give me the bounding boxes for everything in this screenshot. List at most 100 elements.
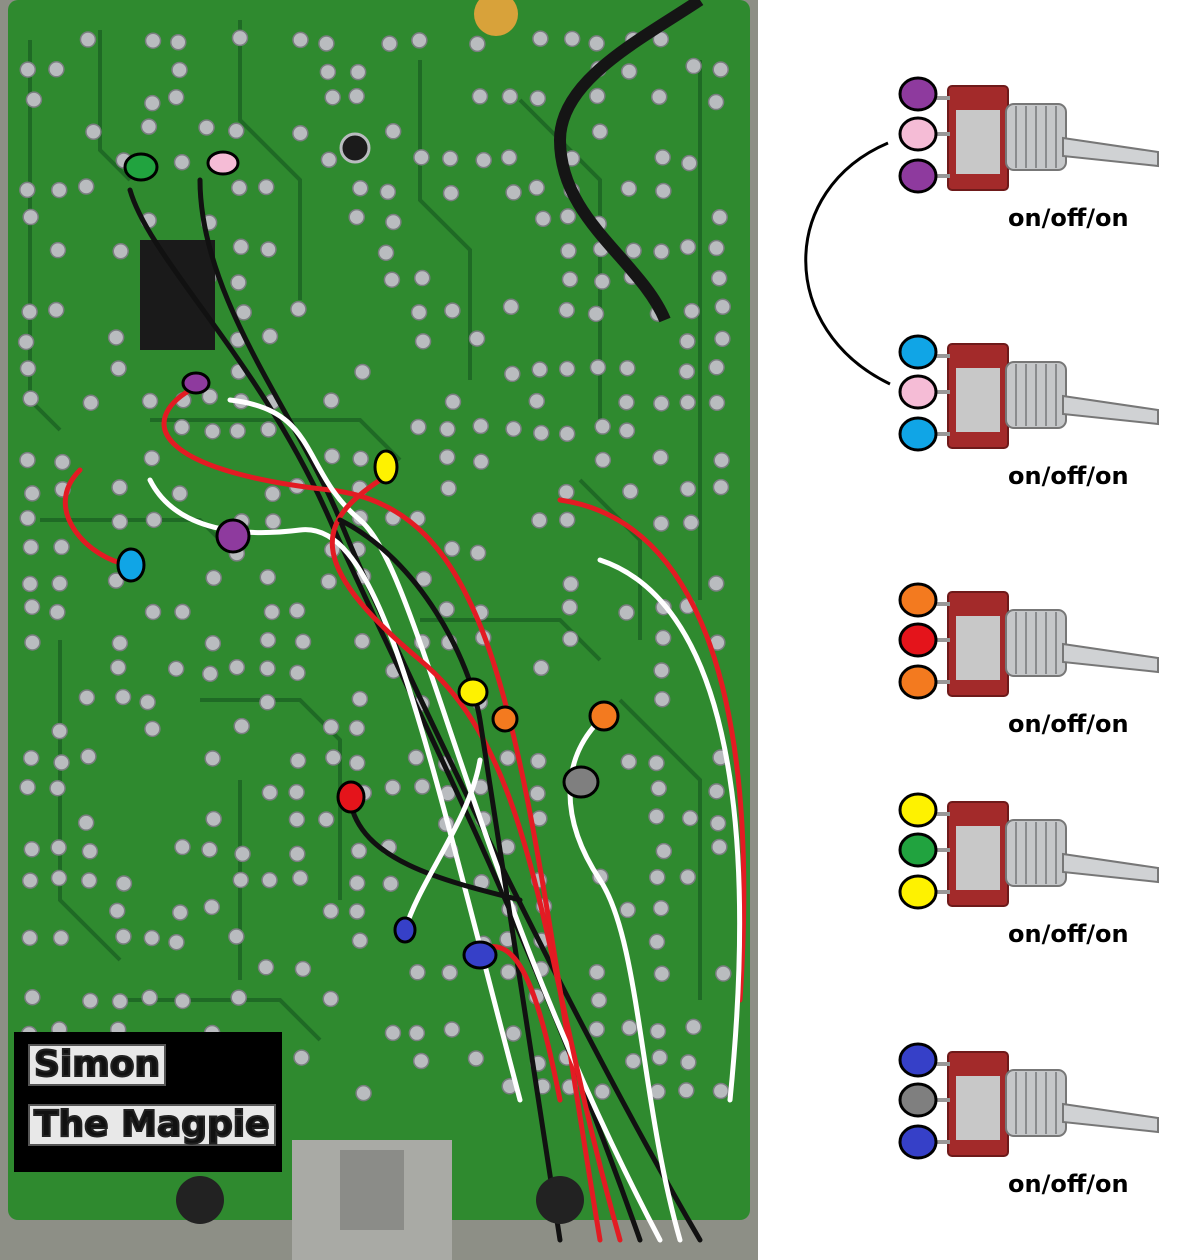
solder-pad (415, 570, 433, 588)
solder-pad (624, 1052, 642, 1070)
solder-pad (109, 659, 127, 676)
solder-pad (53, 754, 70, 771)
solder-pad (652, 449, 669, 466)
solder-pad (234, 845, 251, 863)
solder-pad (290, 300, 307, 318)
solder-pad (504, 365, 521, 383)
solder-pad (467, 1050, 485, 1067)
solder-pad (622, 483, 639, 500)
wire (402, 757, 483, 933)
solder-pad (561, 271, 579, 288)
solder-pad (502, 298, 520, 315)
solder-pad (201, 665, 219, 683)
solder-pad (648, 808, 665, 825)
solder-pad (348, 719, 366, 737)
solder-pad (171, 904, 189, 921)
solder-pad (325, 749, 342, 766)
solder-pad (19, 181, 36, 199)
solder-pad (111, 479, 128, 496)
solder-pad (500, 149, 518, 166)
solder-pad (228, 928, 245, 945)
pin-marker-pink (898, 374, 938, 410)
solder-pad (260, 421, 277, 438)
wire (62, 467, 133, 568)
solder-pad (111, 993, 129, 1010)
solder-pad (49, 779, 66, 797)
solder-pad (469, 35, 486, 53)
pcb-trace (420, 618, 602, 662)
solder-pad (500, 963, 517, 981)
solder-pad (22, 390, 39, 407)
solder-pad (319, 63, 337, 81)
solder-pad (652, 899, 670, 917)
solder-pad (204, 750, 221, 767)
solder-pad (650, 780, 668, 797)
solder-pad (679, 480, 697, 498)
solder-pad (167, 660, 185, 677)
solder-pad (204, 635, 222, 652)
jumper-wire (804, 141, 891, 386)
pcb-trace (98, 30, 132, 182)
solder-pad (174, 992, 191, 1010)
solder-pad (530, 752, 547, 770)
solder-pad (590, 991, 608, 1009)
solder-pad (171, 485, 189, 502)
solder-pad (532, 30, 549, 47)
solder-pad (443, 540, 461, 558)
solder-pad (408, 1024, 426, 1042)
solder-pad (654, 149, 671, 166)
solder-pad (625, 242, 642, 260)
switch-plate (956, 368, 1000, 432)
solder-pad (653, 691, 671, 708)
switch-lever (1062, 642, 1159, 674)
solder-pad (707, 575, 725, 592)
solder-pad (258, 178, 275, 196)
solder-pad (21, 929, 39, 947)
solder-pad (685, 1018, 702, 1036)
solder-pad (170, 34, 187, 51)
solder-pad (205, 569, 222, 587)
solder-pad (533, 424, 550, 442)
solder-pad (232, 238, 250, 256)
jack-slot (340, 1150, 404, 1230)
solder-pad (385, 213, 402, 231)
solder-pad (261, 784, 279, 801)
pcb-trace (418, 60, 472, 380)
solder-pad (19, 778, 36, 796)
solder-pad (652, 515, 670, 532)
solder-pad (620, 180, 638, 197)
solder-pad (144, 94, 161, 112)
pin-marker-purple (898, 158, 938, 194)
solder-pad (444, 393, 462, 411)
solder-pad (468, 330, 486, 347)
solder-pad (322, 990, 340, 1008)
solder-pad (288, 783, 305, 801)
solder-pad (23, 485, 41, 502)
solder-pad (708, 239, 725, 257)
solder-pad (173, 419, 191, 436)
solder-pad (289, 752, 307, 769)
pin-marker-blue (898, 1124, 938, 1160)
solder-pad (171, 61, 188, 79)
solder-pad (707, 93, 725, 111)
solder-pad (230, 179, 248, 197)
wire (227, 397, 663, 1243)
solder-pad (499, 749, 516, 767)
solder-pad (560, 242, 577, 260)
wire (147, 477, 523, 1103)
wire (337, 517, 563, 1243)
solder-pad (711, 838, 728, 856)
capacitor (474, 0, 518, 36)
solder-pad (505, 420, 522, 438)
pin-marker-pink (898, 116, 938, 152)
solder-pad (107, 329, 125, 346)
toggle-switch-3: on/off/on (898, 582, 1159, 738)
solder-pad (382, 875, 399, 892)
wire (161, 387, 603, 1243)
solder-pad (529, 785, 546, 802)
pcb-trace (120, 998, 322, 1042)
solder-pad (140, 118, 158, 135)
wire (329, 477, 623, 1243)
solder-pad (712, 61, 729, 78)
solder-pad (679, 333, 696, 350)
